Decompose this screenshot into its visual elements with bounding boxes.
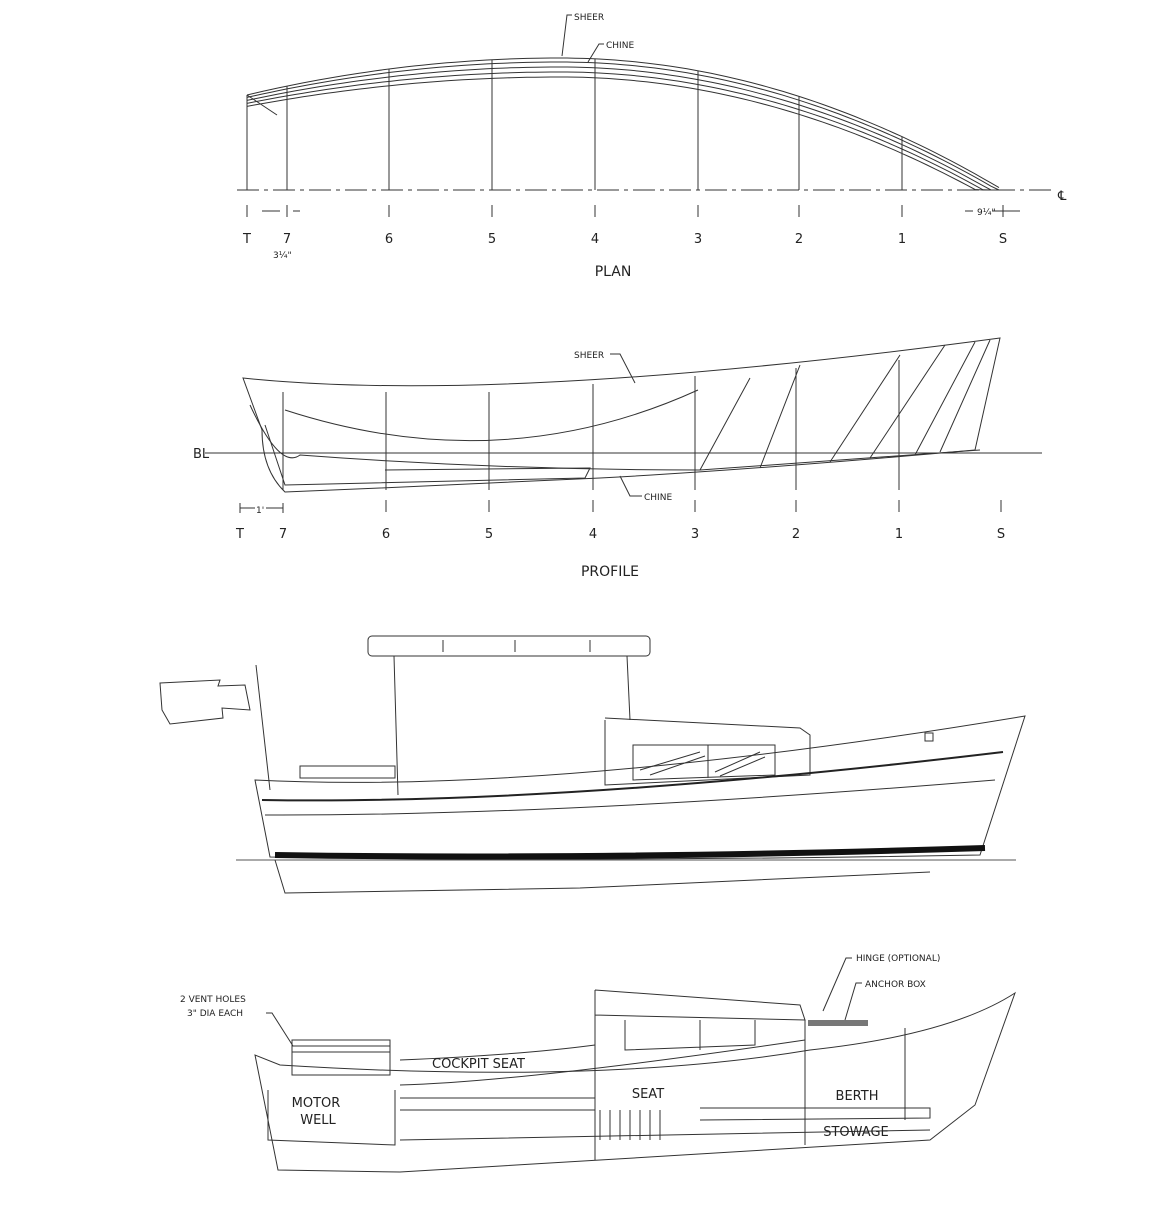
anchor-box-label: ANCHOR BOX bbox=[865, 980, 926, 990]
chine-leader bbox=[587, 43, 604, 63]
profile-buttock-lines bbox=[699, 339, 991, 471]
profile-station-label: 2 bbox=[792, 527, 800, 542]
plan-sheer-label: SHEER bbox=[574, 13, 604, 23]
profile-sheer-curve bbox=[284, 389, 699, 442]
motor-well-label-line2: WELL bbox=[300, 1113, 336, 1128]
canopy bbox=[367, 635, 651, 657]
anchor-box bbox=[808, 1020, 868, 1026]
profile-dimension bbox=[239, 503, 284, 513]
interior-profile: 2 VENT HOLES 3" DIA EACH HINGE (OPTIONAL… bbox=[180, 954, 1016, 1173]
profile-station-label: S bbox=[997, 527, 1005, 542]
profile-station-label: 5 bbox=[485, 527, 493, 542]
plan-station-label: T bbox=[242, 232, 251, 247]
profile-station-label: 7 bbox=[279, 527, 287, 542]
interior-seating bbox=[399, 1039, 931, 1141]
baseline-label: BL bbox=[193, 447, 210, 462]
profile-station-label: 3 bbox=[691, 527, 699, 542]
hull-strake bbox=[264, 779, 996, 816]
vent-holes-label-line2: 3" DIA EACH bbox=[187, 1009, 243, 1019]
plan-chine-curve bbox=[246, 66, 999, 191]
plan-hull-lines bbox=[246, 57, 1000, 191]
hinge-leader bbox=[822, 957, 852, 1012]
profile-dim-aft: 1' bbox=[256, 506, 264, 516]
plan-chine-label: CHINE bbox=[606, 41, 634, 51]
plan-title: PLAN bbox=[595, 264, 632, 280]
seat-label: SEAT bbox=[632, 1087, 664, 1102]
cleat bbox=[924, 732, 934, 742]
seat-front-slats bbox=[599, 1110, 661, 1140]
exterior-elevation bbox=[159, 635, 1026, 894]
plan-station-label: 5 bbox=[488, 232, 496, 247]
anchor-box-leader bbox=[844, 982, 862, 1021]
cabin-window-glare bbox=[639, 751, 766, 777]
profile-station-label: 6 bbox=[382, 527, 390, 542]
sheer-leader bbox=[561, 14, 572, 57]
motor-well-label-line1: MOTOR bbox=[292, 1096, 341, 1111]
profile-chine-curve bbox=[249, 404, 981, 471]
plan-station-label: 6 bbox=[385, 232, 393, 247]
profile-station-label: 1 bbox=[895, 527, 903, 542]
plan-station-label: 2 bbox=[795, 232, 803, 247]
cockpit-seat-label: COCKPIT SEAT bbox=[432, 1057, 525, 1072]
motor-box bbox=[291, 1039, 391, 1076]
rub-rail bbox=[261, 751, 1004, 802]
flag bbox=[159, 679, 251, 725]
profile-skeg bbox=[264, 424, 591, 486]
centerline-label: ℄ bbox=[1057, 189, 1067, 204]
berth-label: BERTH bbox=[836, 1089, 879, 1104]
plan-station-label: 1 bbox=[898, 232, 906, 247]
hinge-label: HINGE (OPTIONAL) bbox=[856, 954, 940, 964]
plan-sheer-curve bbox=[246, 57, 1000, 189]
profile-station-label: T bbox=[235, 527, 244, 542]
stowage-label: STOWAGE bbox=[823, 1125, 889, 1140]
plan-station-label: 3 bbox=[694, 232, 702, 247]
plan-station-label: 7 bbox=[283, 232, 291, 247]
flagstaff bbox=[255, 664, 271, 791]
boot-stripe bbox=[274, 845, 986, 860]
motor-well bbox=[267, 1090, 396, 1146]
interior-cabin bbox=[594, 989, 906, 1160]
profile-sheer-leader bbox=[610, 353, 636, 384]
profile-chine-label: CHINE bbox=[644, 493, 672, 503]
transom bbox=[246, 94, 278, 190]
plan-dim-fwd: 9¼" bbox=[977, 208, 996, 218]
vent-holes-label-line1: 2 VENT HOLES bbox=[180, 995, 246, 1005]
plan-view: SHEER CHINE ℄ T 7 6 5 4 3 2 1 S 3¼" 9¼" PLAN bbox=[237, 13, 1067, 280]
plan-hull-line bbox=[246, 76, 999, 191]
plan-hull-line bbox=[246, 71, 999, 191]
plan-station-label: S bbox=[999, 232, 1007, 247]
profile-view: BL SHEER CHINE T 7 6 5 4 3 2 1 S 1' PROFILE bbox=[193, 337, 1042, 580]
vent-leader bbox=[266, 1012, 294, 1047]
keel-skeg bbox=[274, 859, 931, 894]
plan-station-label: 4 bbox=[591, 232, 599, 247]
plan-hull-line bbox=[246, 61, 1000, 191]
profile-title: PROFILE bbox=[581, 564, 639, 580]
canopy-supports bbox=[393, 640, 631, 796]
aft-deck-box bbox=[299, 765, 396, 779]
profile-chine-leader bbox=[619, 475, 642, 497]
plan-dim-aft: 3¼" bbox=[273, 251, 292, 261]
interior-hull-outline bbox=[254, 991, 1016, 1173]
profile-station-label: 4 bbox=[589, 527, 597, 542]
profile-hull-outline bbox=[242, 337, 1001, 493]
profile-sheer-label: SHEER bbox=[574, 351, 604, 361]
plan-station-lines bbox=[286, 58, 903, 190]
